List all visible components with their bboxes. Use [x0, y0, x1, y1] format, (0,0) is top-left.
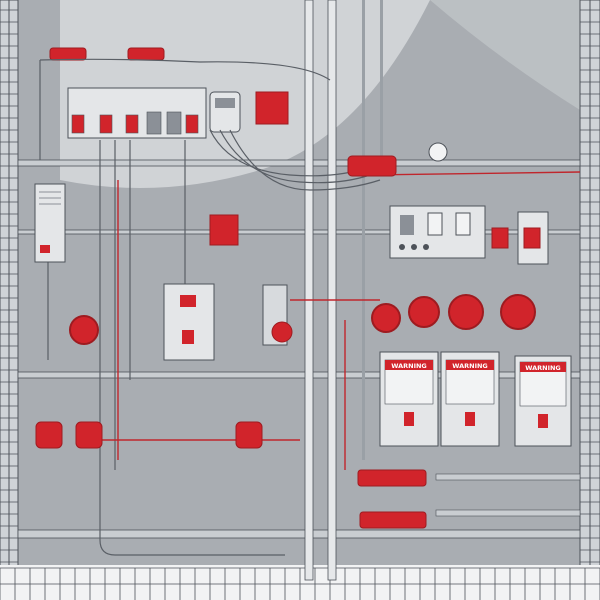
switch-panel: [389, 205, 486, 259]
tile-grid-rows: [0, 9, 600, 563]
wall-intercom-box: [34, 183, 66, 263]
red-toggle-switch-2: [517, 211, 549, 265]
red-smoke-detector: [271, 321, 293, 343]
red-valve-group-left: [35, 421, 263, 449]
red-junction-box-top: [255, 91, 289, 125]
red-toggle-switch-1: [491, 227, 509, 249]
red-pipe-fitting-1: [357, 469, 427, 487]
warning-panel-3: WARNING: [514, 355, 572, 447]
wall-highlight: [60, 0, 430, 188]
right-tile-grid: [579, 0, 600, 600]
warning-sign-3-header: WARNING: [525, 364, 561, 372]
conduit-rails: [17, 159, 581, 539]
red-ceiling-light-1: [49, 47, 87, 61]
warning-sign-1-header: WARNING: [391, 362, 427, 370]
warning-sign-2-header: WARNING: [452, 362, 488, 370]
red-junction-box-mid: [209, 214, 239, 246]
floor-tile-grid: [0, 567, 600, 600]
warning-panel-2: WARNING: [440, 351, 500, 447]
left-tile-grid: [0, 0, 19, 600]
wall-highlight-right: [430, 0, 580, 110]
vertical-pipes: [304, 0, 383, 581]
ceiling-lamp: [428, 142, 448, 162]
fire-alarm-bell-left: [69, 315, 99, 345]
warning-panel-1: WARNING: [379, 351, 439, 447]
red-pipe-clamp: [347, 155, 397, 177]
power-meter: [209, 91, 241, 133]
red-pipe-fitting-2: [359, 511, 427, 529]
fire-control-box: [163, 283, 215, 361]
alarm-siren-row: [371, 294, 536, 333]
bottom-right-pipe-1: [435, 473, 581, 481]
wiring-bundle: [39, 58, 381, 556]
red-ceiling-light-2: [127, 47, 165, 61]
breaker-panel: [67, 87, 207, 139]
bottom-right-pipe-2: [435, 509, 581, 517]
red-wiring: [100, 171, 581, 470]
